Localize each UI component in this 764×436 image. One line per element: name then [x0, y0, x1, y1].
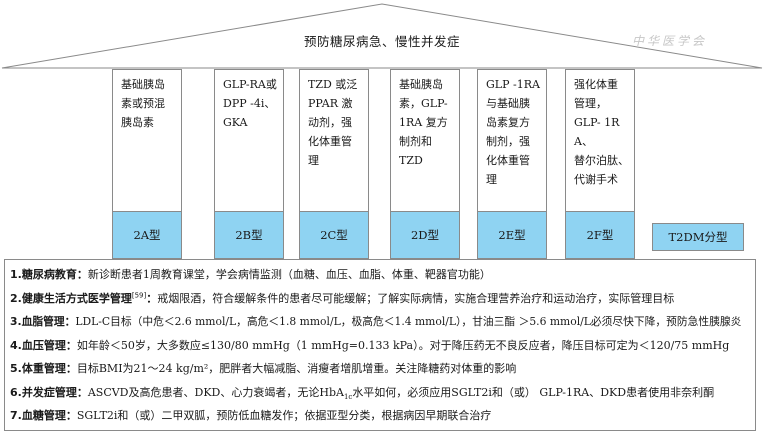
base-item-blood-pressure: 4.血压管理：如年龄＜50岁，大多数应≤130/80 mmHg（1 mmHg=0…	[10, 337, 729, 353]
base-item-lipid: 3.血脂管理：LDL-C目标（中危＜2.6 mmol/L，高危＜1.8 mmol…	[10, 314, 741, 329]
base-item-lifestyle: 2.健康生活方式医学管理[59]：戒烟限酒，符合缓解条件的患者尽可能缓解；了解实…	[10, 290, 674, 306]
pillar-type-label: 2B型	[215, 211, 283, 258]
pillar-type-label: 2C型	[300, 211, 368, 258]
pillar-type-label: 2A型	[113, 211, 181, 258]
base-item-title: 7.血糖管理：	[10, 409, 77, 422]
base-item-weight: 5.体重管理：目标BMI为21～24 kg/m²，肥胖者大幅减脂、消瘦者增肌增重…	[10, 360, 516, 376]
base-item-content: 新诊断患者1周教育课堂，学会病情监测（血糖、血压、血脂、体重、靶器官功能）	[87, 268, 491, 281]
reference-superscript: [59]	[131, 291, 147, 300]
base-item-title: 3.血脂管理：	[10, 315, 76, 328]
pillar-type-label: 2E型	[478, 211, 546, 258]
pillar-treatment-text: GLP -1RA 与基础胰 岛素复方 制剂，强 化体重管 理	[486, 78, 540, 186]
roof-outline	[1, 3, 763, 69]
pillar-treatment-text: GLP-RA或 DPP -4i、 GKA	[223, 78, 277, 129]
t2dm-classification-legend: T2DM分型	[652, 223, 744, 251]
base-item-content: 戒烟限酒，符合缓解条件的患者尽可能缓解；了解实际病情，实施合理营养治疗和运动治疗…	[157, 292, 675, 305]
base-item-title: 4.血压管理：	[10, 339, 77, 352]
base-item-complications: 6.并发症管理：ASCVD及高危患者、DKD、心力衰竭者，无论HbA1c水平如何…	[10, 384, 714, 401]
pillar-2c: TZD 或泛 PPAR 激 动剂，强 化体重管 理 2C型	[299, 69, 369, 259]
base-item-content: LDL-C目标（中危＜2.6 mmol/L，高危＜1.8 mmol/L，极高危＜…	[75, 315, 742, 328]
base-item-title: 6.并发症管理：	[10, 386, 88, 399]
base-item-title: 5.体重管理：	[10, 362, 77, 375]
base-item-content: SGLT2i和（或）二甲双胍，预防低血糖发作；依据亚型分类，根据病因早期联合治疗	[76, 409, 492, 422]
base-item-content: 目标BMI为21～24 kg/m²，肥胖者大幅减脂、消瘦者增肌增重。关注降糖药对…	[76, 362, 517, 375]
pillar-treatment-text: 基础胰岛 素或预混 胰岛素	[121, 78, 165, 129]
pillar-treatment-text: TZD 或泛 PPAR 激 动剂，强 化体重管 理	[308, 78, 358, 167]
pillar-type-label: 2D型	[391, 211, 459, 258]
pillar-treatment-text: 基础胰岛 素，GLP- 1RA 复方 制剂和 TZD	[399, 78, 448, 167]
pillar-2f: 强化体重 管理， GLP- 1RA、 替尔泊肽、 代谢手术 2F型	[565, 69, 635, 259]
pillar-2b: GLP-RA或 DPP -4i、 GKA 2B型	[214, 69, 284, 259]
pillar-2d: 基础胰岛 素，GLP- 1RA 复方 制剂和 TZD 2D型	[390, 69, 460, 259]
base-item-education: 1.糖尿病教育：新诊断患者1周教育课堂，学会病情监测（血糖、血压、血脂、体重、靶…	[10, 266, 491, 282]
pillar-2a: 基础胰岛 素或预混 胰岛素 2A型	[112, 69, 182, 259]
publisher-watermark: 中华医学会	[632, 34, 708, 48]
foundation-box: 1.糖尿病教育：新诊断患者1周教育课堂，学会病情监测（血糖、血压、血脂、体重、靶…	[4, 259, 756, 431]
roof-title: 预防糖尿病急、慢性并发症	[303, 34, 460, 49]
pillar-type-label: 2F型	[566, 211, 634, 258]
base-item-content: 如年龄＜50岁，大多数应≤130/80 mmHg（1 mmHg=0.133 kP…	[76, 339, 730, 352]
pillar-treatment-text: 强化体重 管理， GLP- 1RA、 替尔泊肽、 代谢手术	[574, 78, 629, 186]
base-item-glucose: 7.血糖管理：SGLT2i和（或）二甲双胍，预防低血糖发作；依据亚型分类，根据病…	[10, 407, 491, 423]
base-item-title: 2.健康生活方式医学管理[59]：	[10, 291, 158, 305]
base-item-title: 1.糖尿病教育：	[10, 268, 88, 281]
base-item-content: ASCVD及高危患者、DKD、心力衰竭者，无论HbA1c水平如何，必须应用SGL…	[87, 386, 715, 402]
pillar-2e: GLP -1RA 与基础胰 岛素复方 制剂，强 化体重管 理 2E型	[477, 69, 547, 259]
